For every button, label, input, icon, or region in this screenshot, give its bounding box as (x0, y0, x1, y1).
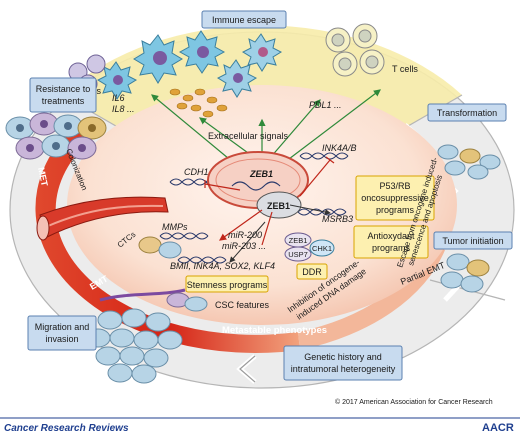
aacr-logo: AACR (482, 422, 514, 434)
extracellular-signals-label: Extracellular signals (208, 131, 289, 141)
signal-arrows (151, 89, 381, 169)
activation-lines (229, 204, 331, 263)
msrb3-label: MSRB3 (322, 214, 353, 224)
regulation-lines (204, 156, 335, 246)
usp7-label: USP7 (288, 250, 308, 259)
chk1-blob (309, 239, 335, 257)
p53-program-box (355, 175, 435, 221)
vessel-opening (36, 215, 50, 241)
p53-label-1: P53/RB (379, 181, 410, 191)
migration-box (27, 315, 97, 351)
basement-membrane (99, 288, 186, 302)
csc-features-label: CSC features (215, 300, 270, 310)
mmps-label: MMPs (162, 222, 188, 232)
stemness-label: Stemness programs (187, 280, 268, 290)
ddr-label: DDR (302, 267, 322, 277)
mir203-label: miR-203 ... (222, 241, 266, 251)
cdh1-label: CDH1 (184, 167, 209, 177)
partial-emt-band (298, 244, 445, 350)
genetic-label-2: intratumoral heterogeneity (291, 364, 396, 374)
tumor-cell-cluster-bottom (85, 308, 183, 384)
mir200-label: miR-200 (228, 230, 262, 240)
resistance-label-2: treatments (42, 96, 85, 106)
t-cells-label: T cells (392, 64, 418, 74)
tumor-cell-cluster-top (5, 112, 107, 160)
emt-met-band (35, 130, 301, 354)
transformation-box (427, 103, 507, 122)
zeb1-protein-label: ZEB1 (267, 201, 290, 211)
t-cell-group (325, 23, 385, 77)
metastable-label: Metastable phenotypes (222, 325, 327, 336)
pdl1-label: PDL1 ... (309, 100, 342, 110)
zeb1-gene-label: ZEB1 (249, 169, 273, 179)
zeb1-dna-icon (231, 181, 281, 191)
blood-vessel (39, 196, 169, 239)
zeb1-small-label: ZEB1 (289, 236, 308, 245)
tumor-initiation-box (433, 231, 513, 250)
ddr-box (296, 263, 328, 280)
journal-title: Cancer Research Reviews (4, 423, 129, 434)
migration-label-1: Migration and (35, 322, 90, 332)
antiox-label-1: Antioxydant (367, 231, 415, 241)
ink4ab-label: INK4A/B (322, 143, 357, 153)
stemness-program-box (185, 275, 269, 293)
genetic-label-1: Genetic history and (304, 352, 382, 362)
antioxidant-program-box (353, 225, 429, 259)
usp7-blob (284, 246, 312, 262)
resistance-label-1: Resistance to (36, 84, 91, 94)
p53-label-2: oncosuppressive (361, 193, 429, 203)
antiox-label-2: programs (372, 243, 411, 253)
vessel-highlight (47, 204, 164, 227)
genetic-history-box (283, 345, 403, 381)
zeb1-protein-blob (256, 191, 302, 219)
footer-bar (0, 418, 520, 436)
copyright-text: © 2017 American Association for Cancer R… (335, 398, 493, 406)
tumor-cell-ring-right (437, 144, 501, 293)
p53-label-3: programs (376, 205, 415, 215)
resistance-box (29, 77, 97, 113)
immune-escape-box (201, 10, 287, 29)
il8-label: IL8 ... (112, 104, 135, 114)
stemness-genes-label: BMII, INK4A, SOX2, KLF4 (170, 261, 275, 271)
tumor-initiation-label: Tumor initiation (442, 236, 503, 246)
immune-escape-label: Immune escape (212, 15, 276, 25)
met-label: MET (36, 166, 50, 187)
cytokine-particles (169, 88, 228, 118)
migration-label-2: invasion (45, 334, 78, 344)
il6-label: IL6 (112, 93, 125, 103)
emt-cells (138, 236, 208, 312)
chk1-label: CHK1 (312, 244, 332, 253)
transformation-label: Transformation (437, 108, 497, 118)
immune-cells (96, 30, 283, 100)
